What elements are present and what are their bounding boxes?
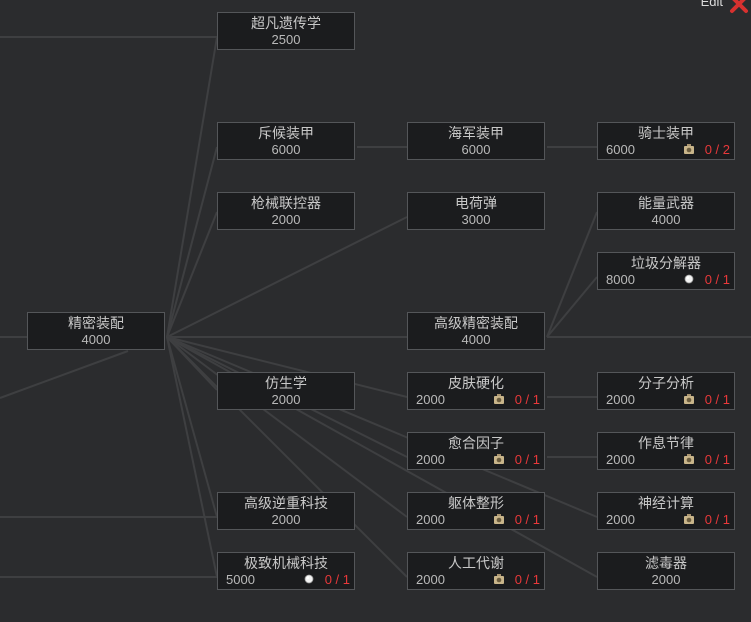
requirement-count: 0 / 1 xyxy=(704,272,730,287)
tech-cost: 5000 xyxy=(226,572,255,587)
tech-cost: 8000 xyxy=(606,272,635,287)
tech-name: 高级逆重科技 xyxy=(244,495,328,511)
tech-node-knight-armor[interactable]: 骑士装甲 6000 0 / 2 xyxy=(597,122,735,160)
tech-node-adv-reverse-engineering[interactable]: 高级逆重科技 2000 xyxy=(217,492,355,530)
tech-name: 人工代谢 xyxy=(448,555,504,571)
tech-cost: 2000 xyxy=(416,392,445,407)
tech-name: 仿生学 xyxy=(265,375,307,391)
tech-node-artificial-metabolism[interactable]: 人工代谢 2000 0 / 1 xyxy=(407,552,545,590)
requirement-count: 0 / 1 xyxy=(514,512,540,527)
tech-name: 作息节律 xyxy=(638,435,694,451)
machine-part-icon xyxy=(684,514,694,524)
requirement-count: 0 / 1 xyxy=(514,572,540,587)
tech-node-charge-shot[interactable]: 电荷弹 3000 xyxy=(407,192,545,230)
machine-part-icon xyxy=(494,454,504,464)
tech-name: 斥候装甲 xyxy=(258,125,314,141)
tech-cost: 2000 xyxy=(271,212,301,227)
tech-name: 滤毒器 xyxy=(645,555,687,571)
tech-node-bionics[interactable]: 仿生学 2000 xyxy=(217,372,355,410)
requirement-count: 0 / 1 xyxy=(704,452,730,467)
tech-cost: 2000 xyxy=(606,452,635,467)
tech-name: 躯体整形 xyxy=(448,495,504,511)
tech-name: 皮肤硬化 xyxy=(448,375,504,391)
tech-name: 神经计算 xyxy=(638,495,694,511)
tech-node-circadian-rhythm[interactable]: 作息节律 2000 0 / 1 xyxy=(597,432,735,470)
tech-name: 枪械联控器 xyxy=(251,195,321,211)
tech-name: 骑士装甲 xyxy=(638,125,694,141)
machine-part-icon xyxy=(684,144,694,154)
requirement-count: 0 / 1 xyxy=(704,392,730,407)
tech-cost: 2000 xyxy=(416,572,445,587)
tech-name: 极致机械科技 xyxy=(244,555,328,571)
tech-cost: 2000 xyxy=(606,392,635,407)
close-icon[interactable] xyxy=(729,0,749,14)
tech-name: 海军装甲 xyxy=(448,125,504,141)
tech-name: 垃圾分解器 xyxy=(631,255,701,271)
tech-node-scout-armor[interactable]: 斥候装甲 6000 xyxy=(217,122,355,160)
tech-node-deconstructor[interactable]: 垃圾分解器 8000 0 / 1 xyxy=(597,252,735,290)
tech-cost: 2000 xyxy=(416,512,445,527)
requirement-count: 0 / 1 xyxy=(514,452,540,467)
tech-node-adv-precision-assembly[interactable]: 高级精密装配 4000 xyxy=(407,312,545,350)
tech-cost: 2000 xyxy=(651,572,681,587)
tech-cost: 2000 xyxy=(271,512,301,527)
tech-name: 高级精密装配 xyxy=(434,315,518,331)
tech-name: 愈合因子 xyxy=(448,435,504,451)
tech-name: 能量武器 xyxy=(638,195,694,211)
orb-icon xyxy=(684,274,694,284)
tech-cost: 2000 xyxy=(416,452,445,467)
tech-node-healing-factors[interactable]: 愈合因子 2000 0 / 1 xyxy=(407,432,545,470)
tech-node-ultra-mechtech[interactable]: 极致机械科技 5000 0 / 1 xyxy=(217,552,355,590)
tech-node-skin-hardening[interactable]: 皮肤硬化 2000 0 / 1 xyxy=(407,372,545,410)
machine-part-icon xyxy=(684,454,694,464)
requirement-count: 0 / 2 xyxy=(704,142,730,157)
tech-name: 精密装配 xyxy=(68,315,124,331)
tech-node-energy-weapons[interactable]: 能量武器 4000 xyxy=(597,192,735,230)
tech-cost: 3000 xyxy=(461,212,491,227)
tech-node-precision-assembly[interactable]: 精密装配 4000 xyxy=(27,312,165,350)
tech-cost: 2500 xyxy=(271,32,301,47)
tech-name: 超凡遗传学 xyxy=(251,15,321,31)
tech-node-body-shaping[interactable]: 躯体整形 2000 0 / 1 xyxy=(407,492,545,530)
tech-name: 电荷弹 xyxy=(455,195,497,211)
tech-node-molecular-analysis[interactable]: 分子分析 2000 0 / 1 xyxy=(597,372,735,410)
tech-node-superhuman-genetics[interactable]: 超凡遗传学 2500 xyxy=(217,12,355,50)
requirement-count: 0 / 1 xyxy=(514,392,540,407)
machine-part-icon xyxy=(684,394,694,404)
tech-cost: 6000 xyxy=(461,142,491,157)
orb-icon xyxy=(304,574,314,584)
machine-part-icon xyxy=(494,394,504,404)
machine-part-icon xyxy=(494,574,504,584)
tech-node-neural-computing[interactable]: 神经计算 2000 0 / 1 xyxy=(597,492,735,530)
tech-cost: 4000 xyxy=(81,332,111,347)
machine-part-icon xyxy=(494,514,504,524)
tech-node-gun-link[interactable]: 枪械联控器 2000 xyxy=(217,192,355,230)
edit-button[interactable]: Edit xyxy=(691,0,751,14)
requirement-count: 0 / 1 xyxy=(704,512,730,527)
tech-name: 分子分析 xyxy=(638,375,694,391)
tech-node-filter[interactable]: 滤毒器 2000 xyxy=(597,552,735,590)
edit-label: Edit xyxy=(700,0,723,9)
tech-cost: 6000 xyxy=(271,142,301,157)
requirement-count: 0 / 1 xyxy=(324,572,350,587)
tech-cost: 6000 xyxy=(606,142,635,157)
tech-cost: 4000 xyxy=(461,332,491,347)
tech-cost: 2000 xyxy=(271,392,301,407)
tech-node-naval-armor[interactable]: 海军装甲 6000 xyxy=(407,122,545,160)
tech-cost: 2000 xyxy=(606,512,635,527)
tech-cost: 4000 xyxy=(651,212,681,227)
